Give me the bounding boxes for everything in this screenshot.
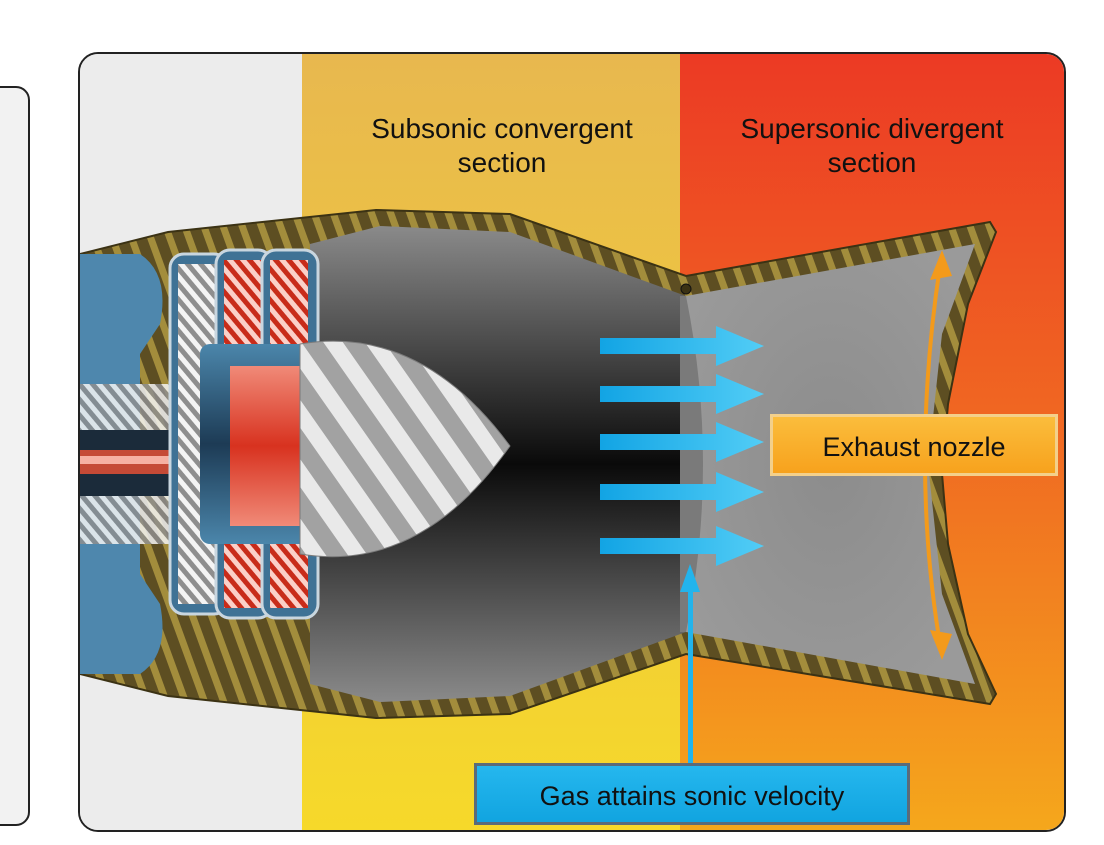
left-side-panel: [0, 86, 30, 826]
sonic-velocity-label: Gas attains sonic velocity: [474, 763, 910, 825]
nozzle-arrowhead-bottom: [930, 630, 952, 660]
exhaust-nozzle-label: Exhaust nozzle: [770, 414, 1058, 476]
subsonic-label-line2: section: [457, 147, 547, 178]
sonic-pointer-line: [688, 588, 693, 766]
subsonic-label-line1: Subsonic convergent: [371, 113, 633, 144]
sonic-pointer-head: [680, 564, 700, 592]
supersonic-label-line1: Supersonic divergent: [740, 113, 1004, 144]
nozzle-diagram-frame: Subsonic convergent section Supersonic d…: [78, 52, 1066, 832]
subsonic-section-label: Subsonic convergent section: [302, 112, 702, 180]
tail-cone: [299, 340, 511, 558]
nozzle-arrowhead-top: [930, 250, 952, 280]
exhaust-nozzle-text: Exhaust nozzle: [822, 432, 1006, 462]
supersonic-label-line2: section: [827, 147, 917, 178]
sonic-velocity-text: Gas attains sonic velocity: [539, 781, 845, 811]
flow-arrow-4: [600, 472, 764, 512]
flow-arrow-2: [600, 374, 764, 414]
flow-arrow-1: [600, 326, 764, 366]
flow-arrow-5: [600, 526, 764, 566]
supersonic-section-label: Supersonic divergent section: [680, 112, 1064, 180]
flow-arrow-3: [600, 422, 764, 462]
throat-marker: [680, 283, 692, 295]
turbine-section: [80, 248, 320, 674]
